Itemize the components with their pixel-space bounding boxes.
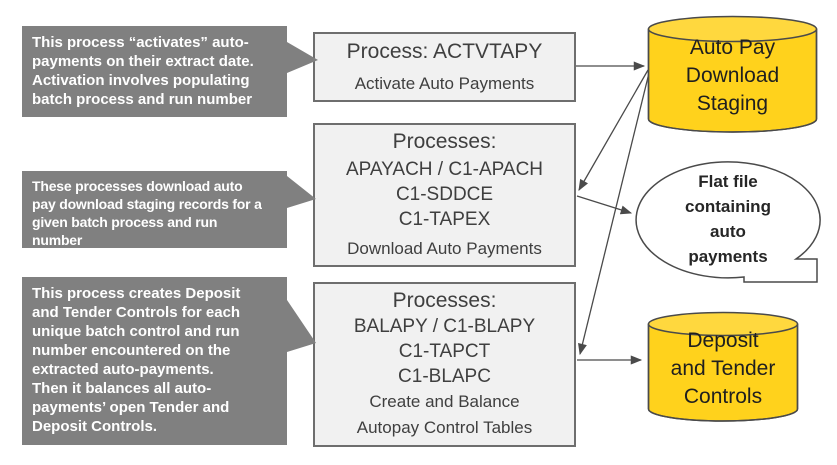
process-name: C1-TAPEX <box>398 209 491 230</box>
callout-text-line: number <box>32 232 83 248</box>
process-name: BALAPY / C1-BLAPY <box>353 316 536 337</box>
callout-pointer-icon <box>287 300 316 352</box>
process-box-title: Processes: <box>392 130 497 153</box>
callout-pointer-icon <box>287 176 316 208</box>
datastore-label-line: Staging <box>696 92 769 115</box>
process-box-activate: Process: ACTVTAPY Activate Auto Payments <box>313 32 576 102</box>
datastore-label: Deposit and Tender Controls <box>647 327 799 411</box>
callout-download-note: These processes download auto pay downlo… <box>22 171 287 248</box>
callout-text-line: pay download staging records for a <box>32 196 262 212</box>
flat-file-label-line: auto <box>710 222 746 241</box>
process-box-download: Processes: APAYACH / C1-APACH C1-SDDCE C… <box>313 123 576 267</box>
callout-text-line: unique batch control and run <box>32 323 240 340</box>
arrow-download-to-flat-file <box>576 195 633 215</box>
callout-text-line: Deposit Controls. <box>32 418 158 435</box>
arrow-staging-to-download <box>578 69 649 191</box>
flat-file-label-line: payments <box>688 247 768 266</box>
datastore-label-line: Download <box>685 64 780 87</box>
callout-text-line: batch process and run number <box>32 91 253 108</box>
flat-file-label-line: containing <box>685 197 771 216</box>
flat-file-icon <box>635 161 821 283</box>
flat-file-shape: Flat file containing auto payments <box>630 158 828 290</box>
datastore-deposit-tender-controls: Deposit and Tender Controls <box>647 311 799 422</box>
datastore-label-line: Controls <box>683 385 763 408</box>
callout-text-line: payments’ open Tender and <box>32 399 230 416</box>
process-box-balance: Processes: BALAPY / C1-BLAPY C1-TAPCT C1… <box>313 282 576 447</box>
callout-activate-note: This process “activates” auto- payments … <box>22 26 287 117</box>
callout-text-line: This process creates Deposit <box>32 285 241 302</box>
datastore-label-line: Deposit <box>687 329 759 352</box>
process-name: C1-TAPCT <box>398 341 491 362</box>
process-box-caption: Activate Auto Payments <box>354 73 535 93</box>
flat-file-label-line: Flat file <box>698 172 758 191</box>
flat-file-label: Flat file containing auto payments <box>630 169 826 269</box>
callout-text-line: This process “activates” auto- <box>32 34 249 51</box>
process-name: C1-BLAPC <box>398 366 491 387</box>
process-box-caption: Create and Balance <box>369 392 520 411</box>
callout-text-line: payments on their extract date. <box>32 53 254 70</box>
process-box-caption: Autopay Control Tables <box>356 418 533 437</box>
arrow-staging-to-balance <box>578 72 650 356</box>
callout-text-line: and Tender Controls for each <box>32 304 241 321</box>
callout-text-line: given batch process and run <box>32 214 218 230</box>
callout-text-line: extracted auto-payments. <box>32 361 214 378</box>
callout-text-line: Then it balances all auto- <box>32 380 212 397</box>
process-box-caption: Download Auto Payments <box>347 239 542 258</box>
process-box-title: Process: ACTVTAPY <box>346 39 543 63</box>
callout-pointer-icon <box>287 42 318 73</box>
datastore-auto-pay-download-staging: Auto Pay Download Staging <box>647 15 818 133</box>
process-name: C1-SDDCE <box>395 184 494 205</box>
process-name: APAYACH / C1-APACH <box>345 159 544 180</box>
cylinder-icon <box>647 311 799 422</box>
callout-text-line: These processes download auto <box>32 178 243 194</box>
callout-text-line: Activation involves populating <box>32 72 250 89</box>
callout-balance-note: This process creates Deposit and Tender … <box>22 277 287 445</box>
cylinder-icon <box>647 15 818 133</box>
process-box-title: Processes: <box>392 289 497 312</box>
datastore-label: Auto Pay Download Staging <box>647 34 818 118</box>
callout-text-line: number encountered on the <box>32 342 231 359</box>
datastore-label-line: Auto Pay <box>689 36 776 59</box>
datastore-label-line: and Tender <box>670 357 776 380</box>
